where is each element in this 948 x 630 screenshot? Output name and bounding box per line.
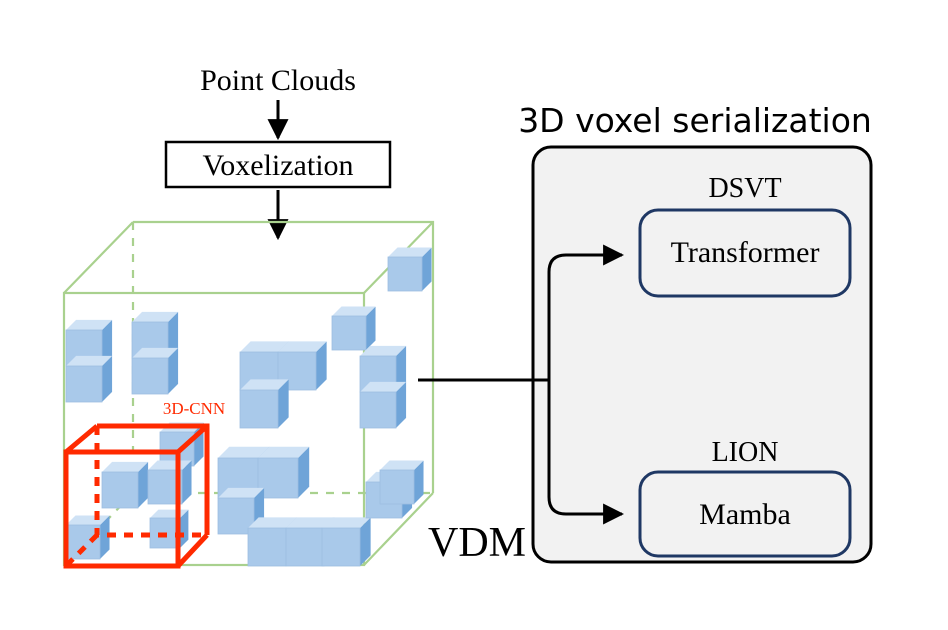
voxel-cube <box>101 461 149 509</box>
point-clouds-label: Point Clouds <box>200 64 356 97</box>
voxel-side-face <box>316 341 327 390</box>
cnn-label: 3D-CNN <box>163 399 225 418</box>
voxel-front-face <box>101 471 139 509</box>
voxel-side-face <box>182 460 192 504</box>
voxel-side-face <box>168 311 179 358</box>
voxel-top-face <box>218 446 270 458</box>
dsvt-label: DSVT <box>708 173 781 204</box>
voxel-top-face <box>258 446 310 458</box>
voxel-top-face <box>132 347 179 358</box>
cnn-kernel-hidden-edges <box>64 426 207 568</box>
voxel-cube <box>149 509 189 549</box>
voxel-cube <box>65 515 110 560</box>
voxel-front-face <box>359 391 397 429</box>
voxel-front-face <box>65 365 103 403</box>
mamba-block <box>638 470 852 558</box>
voxel-cube <box>131 347 179 395</box>
voxel-top-face <box>148 460 192 470</box>
voxel-cube <box>379 460 424 505</box>
voxel-side-face <box>138 461 149 508</box>
volume-front-face <box>62 291 366 567</box>
voxelization-label: Voxelization <box>202 149 353 182</box>
transformer-label: Transformer <box>671 236 820 269</box>
voxel-top-face <box>380 460 424 470</box>
voxel-side-face <box>360 517 371 566</box>
voxel-side-face <box>102 355 113 402</box>
voxel-top-face <box>102 461 149 472</box>
voxel-front-face <box>247 527 287 567</box>
voxelization-box: Voxelization <box>164 140 392 189</box>
voxel-cube <box>257 446 310 499</box>
voxel-top-face <box>66 319 113 330</box>
voxel-side-face <box>396 345 407 392</box>
branch-to-transformer <box>533 244 625 382</box>
voxel-side-face <box>102 319 113 366</box>
voxel-side-face <box>278 379 289 428</box>
voxel-front-face <box>321 527 361 567</box>
cnn-kernel-depth-edges <box>64 424 209 568</box>
voxel-top-face <box>388 247 432 257</box>
voxel-cube <box>359 381 407 429</box>
voxel-front-face <box>257 457 299 499</box>
lion-label: LION <box>712 437 779 468</box>
voxel-top-face <box>286 517 335 528</box>
voxel-top-face <box>360 345 407 356</box>
voxel-top-face <box>360 381 407 392</box>
voxel-top-face <box>240 379 289 390</box>
voxel-cube <box>277 341 327 391</box>
voxel-top-face <box>332 306 376 316</box>
voxel-front-face <box>331 315 367 351</box>
mamba-label: Mamba <box>699 498 791 531</box>
voxel-side-face <box>168 347 179 394</box>
voxel-cube <box>65 355 113 403</box>
voxel-side-face <box>100 515 110 559</box>
voxel-cube <box>331 306 376 351</box>
voxel-side-face <box>180 509 189 548</box>
voxel-cube <box>387 247 432 292</box>
voxel-top-face <box>322 517 371 528</box>
voxel-front-face <box>285 527 325 567</box>
voxel-cube <box>239 379 289 429</box>
branch-to-mamba <box>547 380 625 525</box>
transformer-block <box>638 208 852 298</box>
vdm-label: VDM <box>428 520 526 566</box>
serialization-title: 3D voxel serialization <box>518 101 872 140</box>
voxel-front-face <box>239 389 279 429</box>
voxel-cube <box>359 345 407 393</box>
voxel-top-face <box>218 487 265 498</box>
voxel-front-face <box>131 357 169 395</box>
cnn-kernel-front <box>63 449 181 569</box>
voxel-top-face <box>278 341 327 352</box>
voxel-side-face <box>298 446 310 498</box>
voxel-front-face <box>387 256 423 292</box>
voxel-cube <box>147 460 192 505</box>
voxel-side-face <box>366 306 376 350</box>
voxel-cube <box>159 422 204 467</box>
voxel-front-face <box>65 524 101 560</box>
voxel-cube <box>321 517 371 567</box>
cnn-kernel <box>63 423 210 569</box>
voxel-top-face <box>248 517 297 528</box>
voxel-top-face <box>66 355 113 366</box>
voxel-top-face <box>132 311 179 322</box>
voxel-side-face <box>396 381 407 428</box>
voxel-top-face <box>240 341 289 352</box>
voxel-side-face <box>422 247 432 291</box>
voxel-side-face <box>414 460 424 504</box>
voxels <box>65 247 432 567</box>
voxel-front-face <box>379 469 415 505</box>
